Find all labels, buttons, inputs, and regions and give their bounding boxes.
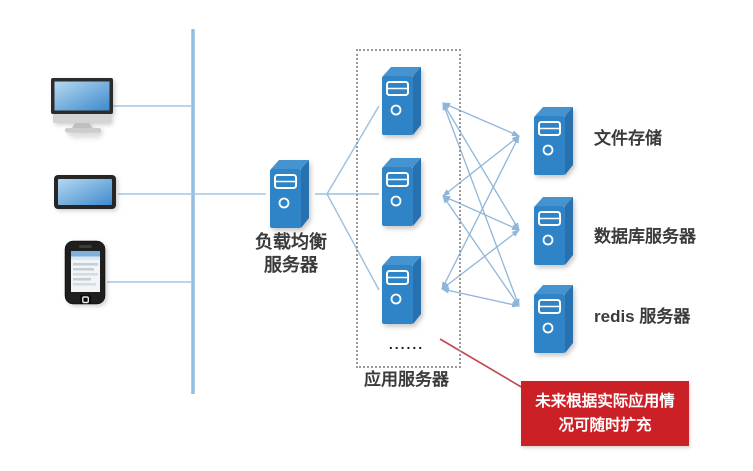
- file-storage-label: 文件存储: [594, 129, 662, 148]
- load-balancer-label: 负载均衡 服务器: [236, 231, 346, 276]
- app-server-1-icon: [377, 65, 425, 137]
- app3-database-arrow: [441, 229, 520, 290]
- redis-server-icon: [529, 283, 577, 355]
- flat-screen-icon: [54, 175, 118, 211]
- app-server-3-icon: [377, 254, 425, 326]
- load-balancer-label-line1: 负载均衡: [255, 232, 327, 252]
- app-server-group-label: 应用服务器: [364, 370, 449, 389]
- smartphone-icon: [64, 240, 108, 308]
- app-server-2-icon: [377, 156, 425, 228]
- database-server-label: 数据库服务器: [594, 227, 696, 246]
- load-balancer-server-icon: [265, 158, 313, 230]
- desktop-monitor-icon: [51, 78, 117, 138]
- note-leader-line: [439, 338, 524, 389]
- app3-redis-arrow: [441, 287, 520, 308]
- database-server-icon: [529, 195, 577, 267]
- app-server-ellipsis: ......: [388, 336, 425, 352]
- expansion-note-line2: 况可随时扩充: [558, 416, 652, 434]
- file-storage-server-icon: [529, 105, 577, 177]
- expansion-note: 未来根据实际应用情 况可随时扩充: [521, 381, 689, 446]
- lb-to-app1-line: [326, 105, 380, 195]
- lb-to-app3-line: [326, 193, 380, 291]
- redis-server-label: redis 服务器: [594, 307, 691, 326]
- expansion-note-line1: 未来根据实际应用情: [535, 393, 675, 411]
- load-balancer-label-line2: 服务器: [264, 254, 318, 275]
